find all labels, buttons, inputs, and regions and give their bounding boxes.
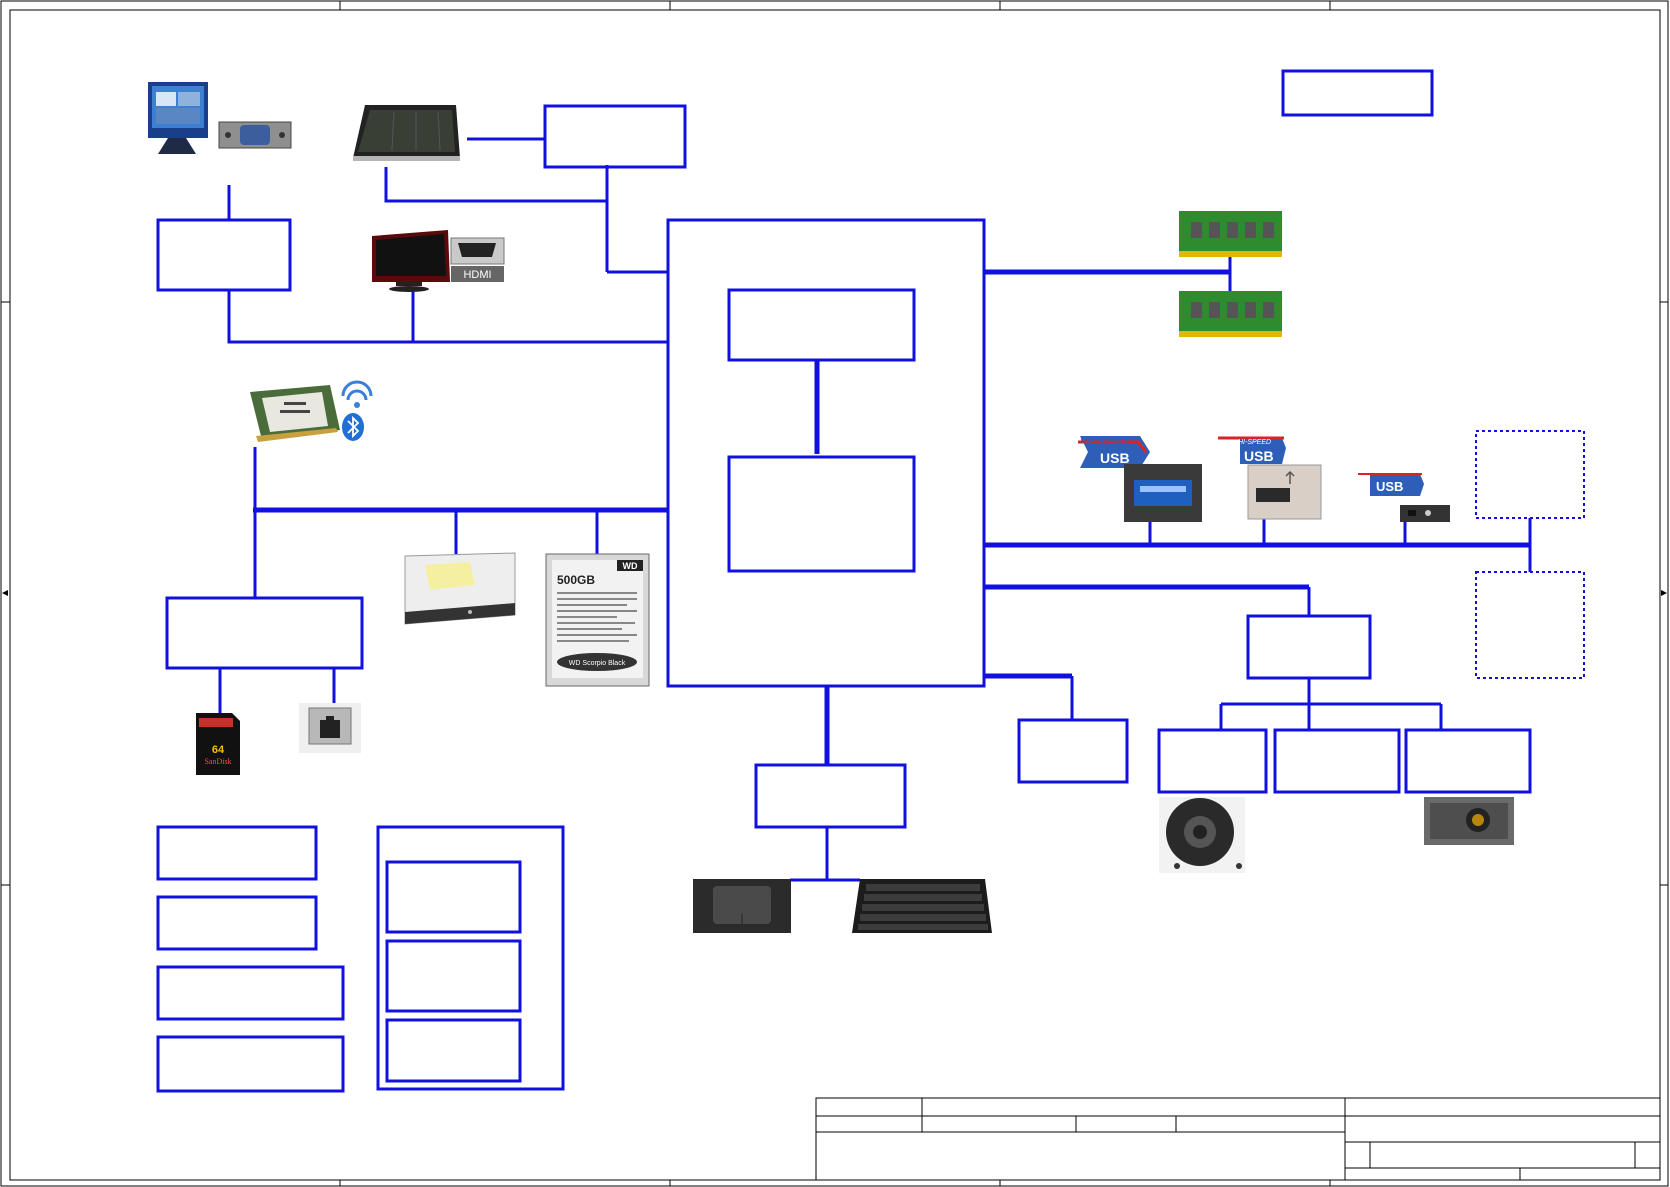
vga-port-icon [219, 122, 291, 148]
optical-drive-icon [405, 553, 515, 624]
speaker-icon [1159, 797, 1245, 873]
hdd-brand-label: WD [623, 561, 638, 571]
power-rail-group [378, 827, 563, 1089]
edp-block [545, 106, 685, 167]
left-center-marker [2, 590, 8, 596]
speaker-amp-block [1159, 730, 1266, 792]
touchpad-icon [693, 879, 791, 933]
usb2-hispeed-logo: USB [1358, 474, 1424, 496]
right-center-marker [1661, 590, 1667, 596]
notes-block-3 [158, 967, 343, 1019]
usb2b-usb-text: USB [1376, 479, 1403, 494]
usb2-hispeed-logo: HI-SPEED USB [1218, 438, 1286, 464]
pch-block [729, 457, 914, 571]
hdd-model-label: WD Scorpio Black [569, 660, 626, 667]
usb3-superspeed-text: SUPERSPEED [1080, 438, 1128, 445]
card-reader-lan-block [167, 598, 362, 668]
usb2-usb-text: USB [1244, 448, 1274, 464]
power-rail-2 [387, 941, 520, 1011]
notes-block-2 [158, 897, 316, 949]
usb-option-block-2 [1476, 572, 1584, 678]
usb-port-icon [1400, 505, 1450, 522]
spi-rom-block [1019, 720, 1127, 782]
functional-blocks [158, 71, 1584, 1091]
notes-block-4 [158, 1037, 343, 1091]
power-rail-1 [387, 862, 520, 932]
audio-codec-block [1248, 616, 1370, 678]
monitor-icon [148, 82, 208, 154]
title-block [816, 1098, 1660, 1180]
keyboard-icon [852, 879, 992, 933]
sd-brand-label: SanDisk [204, 757, 231, 766]
lcd-panel-icon [353, 105, 460, 161]
power-tag-block [1283, 71, 1432, 115]
cpu-core-block [729, 290, 914, 360]
sd-card-icon: 64 SanDisk [196, 713, 240, 775]
hard-drive-icon: WD 500GB WD Scorpio Black [546, 554, 649, 686]
headphone-block [1406, 730, 1530, 792]
ram-module-icon [1179, 211, 1282, 257]
hdmi-label: HDMI [463, 269, 491, 281]
notes-block-1 [158, 827, 316, 879]
vga-converter-block [158, 220, 290, 290]
hdd-capacity-label: 500GB [557, 573, 595, 587]
wifi-icon [343, 382, 371, 408]
audio-jack-icon [1424, 797, 1514, 845]
ram-module-icon [1179, 291, 1282, 337]
rj45-port-icon [299, 703, 361, 753]
bluetooth-icon [342, 413, 364, 441]
usb2-hispeed-text: HI-SPEED [1238, 439, 1271, 446]
tv-icon [372, 230, 450, 292]
sd-capacity-label: 64 [212, 744, 225, 756]
power-rail-3 [387, 1020, 520, 1081]
usb3-superspeed-logo: SUPERSPEED USB [1078, 436, 1150, 468]
hdmi-port-icon: HDMI [451, 238, 504, 282]
mic-block [1275, 730, 1399, 792]
usb3-usb-text: USB [1100, 450, 1130, 466]
wifi-bluetooth-card-icon [250, 385, 340, 442]
usb-port-icon [1248, 465, 1321, 519]
usb-option-block-1 [1476, 431, 1584, 518]
usb-port-icon [1124, 464, 1202, 522]
keyboard-controller-block [756, 765, 905, 827]
